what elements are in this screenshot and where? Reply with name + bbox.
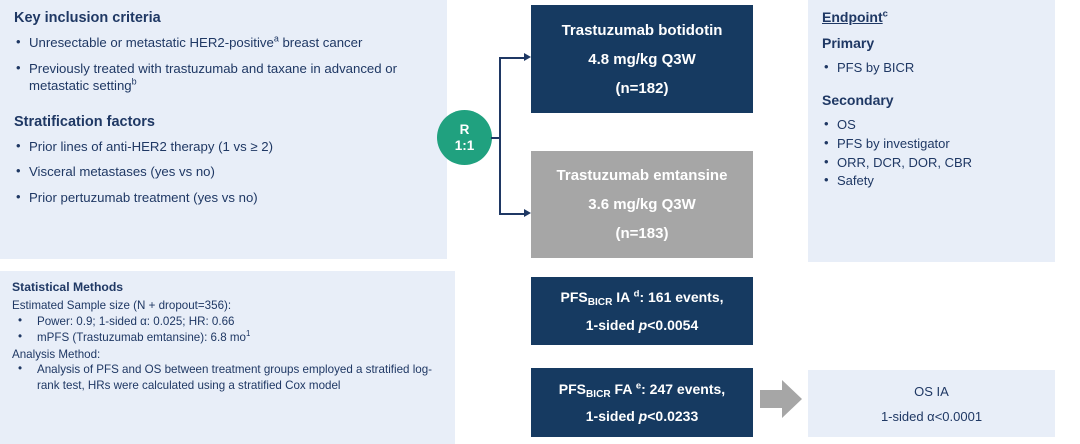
list-item: Prior lines of anti-HER2 therapy (1 vs ≥… <box>14 137 433 155</box>
analysis-method-bullets: Analysis of PFS and OS between treatment… <box>12 361 443 393</box>
spacer <box>14 103 433 114</box>
endpoints-title-footnote: c <box>882 8 888 20</box>
arrow-head-icon <box>524 53 531 61</box>
list-item: Visceral metastases (yes vs no) <box>14 162 433 180</box>
sample-size-line: Estimated Sample size (N + dropout=356): <box>12 299 232 312</box>
pfs-ia-events: PFSBICR IA d: 161 events, <box>560 288 724 309</box>
arm-sample-size: (n=183) <box>615 225 669 242</box>
randomization-ratio: 1:1 <box>454 137 475 153</box>
arm-drug-name: Trastuzumab emtansine <box>556 167 728 184</box>
os-ia-alpha: 1-sided α<0.0001 <box>880 408 983 424</box>
list-item: Safety <box>822 171 1055 191</box>
stratification-factors-title: Stratification factors <box>14 113 155 130</box>
analysis-method-line: Analysis Method: <box>12 347 101 361</box>
spacer <box>822 78 1055 92</box>
arm-sample-size: (n=182) <box>615 79 669 97</box>
connector-bottom-branch <box>499 213 525 215</box>
secondary-endpoint-heading: Secondary <box>822 91 894 108</box>
list-item: Previously treated with trastuzumab and … <box>14 59 433 95</box>
sample-size-bullets: Power: 0.9; 1-sided α: 0.025; HR: 0.66 m… <box>12 313 443 346</box>
secondary-endpoint-list: OS PFS by investigator ORR, DCR, DOR, CB… <box>822 115 1055 191</box>
list-item: PFS by investigator <box>822 134 1055 154</box>
os-interim-analysis-box: OS IA 1-sided α<0.0001 <box>808 370 1055 437</box>
pfs-fa-pvalue: 1-sided p<0.0233 <box>585 408 699 425</box>
pfs-fa-events: PFSBICR FA e: 247 events, <box>558 380 726 400</box>
primary-endpoint-heading: Primary <box>822 35 875 51</box>
right-arrow-icon <box>760 380 802 418</box>
randomization-label: R <box>459 121 470 137</box>
connector-top-branch <box>499 57 525 59</box>
stratification-factors-list: Prior lines of anti-HER2 therapy (1 vs ≥… <box>14 137 433 206</box>
arm-dose: 3.6 mg/kg Q3W <box>588 196 696 213</box>
pfs-final-analysis-box: PFSBICR FA e: 247 events, 1-sided p<0.02… <box>531 368 753 437</box>
inclusion-criteria-title: Key inclusion criteria <box>14 10 161 26</box>
endpoints-panel: Endpointc Primary PFS by BICR Secondary … <box>808 0 1055 262</box>
list-item: Unresectable or metastatic HER2-positive… <box>14 33 433 51</box>
statistical-methods-panel: Statistical Methods Estimated Sample siz… <box>0 271 455 444</box>
arm-dose: 4.8 mg/kg Q3W <box>588 50 696 68</box>
os-ia-label: OS IA <box>914 383 949 399</box>
endpoints-title: Endpointc <box>822 9 1055 25</box>
list-item: PFS by BICR <box>822 58 1055 78</box>
treatment-arm-experimental: Trastuzumab botidotin 4.8 mg/kg Q3W (n=1… <box>531 5 753 113</box>
arm-drug-name: Trastuzumab botidotin <box>561 21 723 39</box>
list-item: mPFS (Trastuzumab emtansine): 6.8 mo1 <box>12 329 443 346</box>
pfs-ia-pvalue: 1-sided p<0.0054 <box>585 316 699 333</box>
treatment-arm-control: Trastuzumab emtansine 3.6 mg/kg Q3W (n=1… <box>531 151 753 258</box>
list-item: Power: 0.9; 1-sided α: 0.025; HR: 0.66 <box>12 313 443 330</box>
pfs-interim-analysis-box: PFSBICR IA d: 161 events, 1-sided p<0.00… <box>531 277 753 345</box>
connector-trunk <box>499 58 501 215</box>
arrow-head-icon <box>524 209 531 217</box>
list-item: Analysis of PFS and OS between treatment… <box>12 361 443 393</box>
primary-endpoint-list: PFS by BICR <box>822 58 1055 78</box>
list-item: OS <box>822 115 1055 135</box>
statistical-methods-title: Statistical Methods <box>12 280 124 294</box>
randomization-node: R 1:1 <box>437 110 492 165</box>
connector-stub <box>491 137 501 139</box>
inclusion-criteria-panel: Key inclusion criteria Unresectable or m… <box>0 0 447 259</box>
endpoints-title-text: Endpoint <box>822 9 883 25</box>
inclusion-criteria-list: Unresectable or metastatic HER2-positive… <box>14 33 433 95</box>
list-item: Prior pertuzumab treatment (yes vs no) <box>14 188 433 206</box>
list-item: ORR, DCR, DOR, CBR <box>822 153 1055 173</box>
